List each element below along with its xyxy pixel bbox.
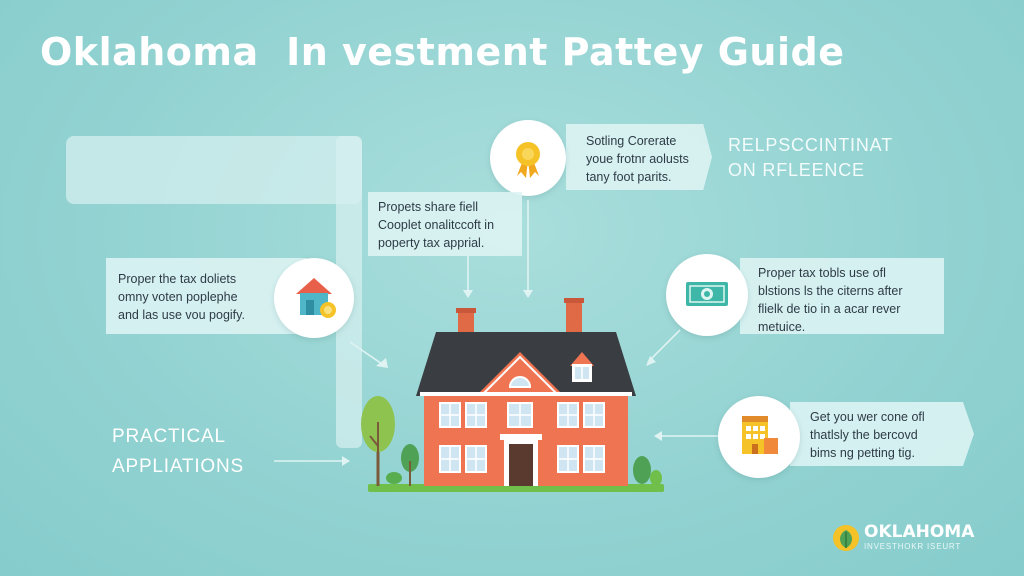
callout-text: poperty tax apprial. — [378, 236, 485, 250]
callout-text: and las use vou pogify. — [118, 308, 245, 322]
connector-panel-top — [66, 136, 362, 204]
ribbon-icon-circle — [490, 120, 566, 196]
brand-subtitle: INVESTHOKR ISEURT — [864, 542, 962, 551]
callout-middle-top: Propets share fiell Cooplet onalitccoft … — [368, 192, 522, 256]
callout-left: Proper the tax doliets omny voten poplep… — [106, 258, 306, 334]
callout-text: Propets share fiell — [378, 200, 479, 214]
practical-label-line: APPLIATIONS — [112, 456, 244, 477]
callout-top-center: Sotling Corerate youe frotnr aolusts tan… — [566, 124, 712, 190]
callout-text: blstions ls the citerns after — [758, 284, 903, 298]
practical-applications-label: PRACTICAL APPLIATIONS — [112, 422, 244, 482]
reference-label-line: RELPSCCINTINAT — [728, 135, 893, 155]
callout-text: Sotling Corerate — [586, 134, 677, 148]
brand-name: OKLAHOMA — [864, 522, 975, 542]
house-icon-circle — [274, 258, 354, 338]
callout-text: bims ng petting tig. — [810, 446, 915, 460]
building-icon-circle — [718, 396, 800, 478]
callout-text: youe frotnr aolusts — [586, 152, 689, 166]
money-icon — [686, 282, 728, 306]
ribbon-icon — [516, 142, 540, 178]
callout-text: Get you wer cone ofl — [810, 410, 925, 424]
house-illustration — [361, 298, 664, 492]
callout-right-upper: Proper tax tobls use ofl blstions ls the… — [740, 258, 944, 334]
page-title: Oklahoma In vestment Pattey Guide — [40, 30, 845, 74]
callout-text: Proper tax tobls use ofl — [758, 266, 886, 280]
callout-text: metuice. — [758, 320, 806, 334]
callout-right-lower: Get you wer cone ofl thatlsly the bercov… — [790, 402, 974, 466]
brand-leaf-icon — [833, 525, 859, 551]
callout-text: Proper the tax doliets — [118, 272, 237, 286]
practical-label-line: PRACTICAL — [112, 426, 226, 447]
reference-label: RELPSCCINTINAT ON RFLEENCE — [728, 133, 893, 183]
callout-text: flielk de tio in a acar rever — [758, 302, 901, 316]
callout-text: tany foot parits. — [586, 170, 672, 184]
callout-text: Cooplet onalitccoft in — [378, 218, 495, 232]
reference-label-line: ON RFLEENCE — [728, 160, 865, 180]
money-icon-circle — [666, 254, 748, 336]
callout-text: omny voten poplephe — [118, 290, 238, 304]
callout-text: thatlsly the bercovd — [810, 428, 918, 442]
house-icon — [296, 278, 336, 318]
building-icon — [742, 416, 778, 454]
